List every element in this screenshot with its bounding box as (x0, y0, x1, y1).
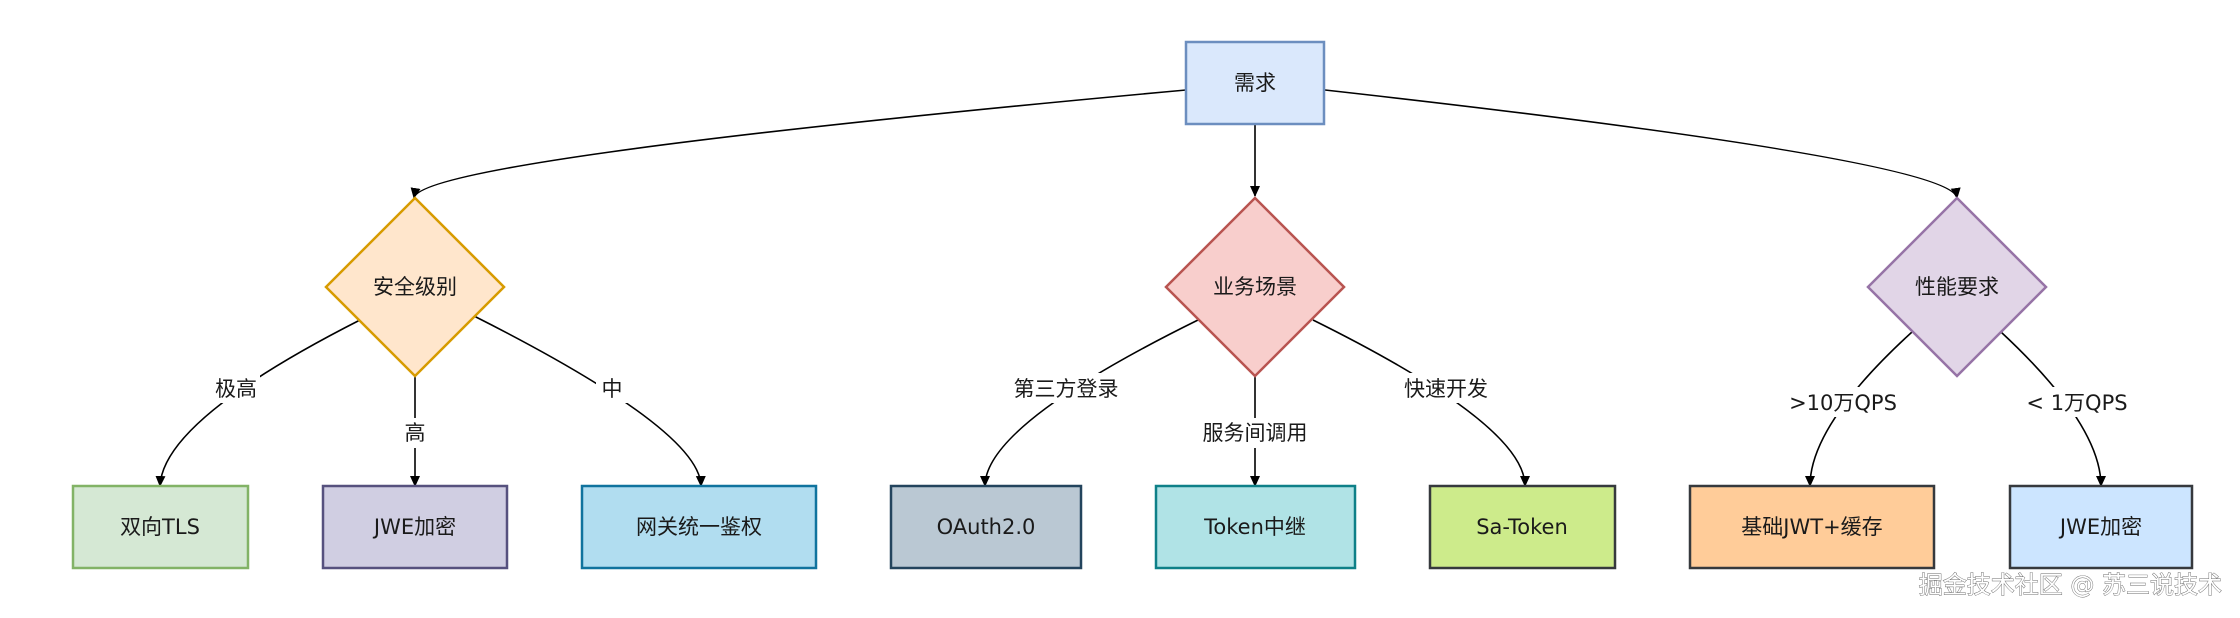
security-level-diamond (324, 196, 506, 378)
leaf-jwe-encryption-2: JWE加密 (2008, 484, 2194, 570)
leaf-mutual-tls-box (71, 484, 250, 570)
leaf-jwt-cache: 基础JWT+缓存 (1688, 484, 1936, 570)
leaf-token-relay-label: Token中继 (1203, 515, 1306, 539)
performance-requirement-decision: 性能要求 (1866, 196, 2048, 378)
leaf-jwe-encryption-2-label: JWE加密 (2058, 515, 2142, 539)
business-scenario-diamond (1164, 196, 1346, 378)
edge-label-medium: 中 (602, 377, 623, 401)
leaf-jwe-encryption-1: JWE加密 (321, 484, 509, 570)
edge-label-very-high: 极高 (215, 377, 257, 401)
leaf-oauth2-box (889, 484, 1083, 570)
business-scenario-decision: 业务场景 (1164, 196, 1346, 378)
edge-security-mutual-tls (155, 319, 361, 487)
performance-requirement-label: 性能要求 (1915, 275, 1999, 299)
edge-root-security (410, 89, 1187, 199)
edge-label-backgrounds (210, 373, 2132, 448)
leaf-mutual-tls-label: 双向TLS (120, 515, 200, 539)
leaf-jwe-encryption-2-box (2008, 484, 2194, 570)
leaf-sa-token-box (1428, 484, 1617, 570)
leaf-gateway-auth: 网关统一鉴权 (580, 484, 818, 570)
leaf-sa-token: Sa-Token (1428, 484, 1617, 570)
root-node-box (1184, 40, 1326, 126)
edge-business-oauth2 (980, 319, 1199, 487)
leaf-sa-token-label: Sa-Token (1476, 515, 1568, 539)
security-level-decision: 安全级别 (324, 196, 506, 378)
edge-label-high: 高 (405, 421, 426, 445)
edge-label-service-call: 服务间调用 (1203, 421, 1308, 445)
edge-label-third-party-login: 第三方登录 (1014, 377, 1119, 401)
edges (155, 89, 2106, 487)
root-node-label: 需求 (1234, 71, 1276, 95)
edge-business-sa-token (1312, 319, 1530, 487)
leaf-gateway-auth-label: 网关统一鉴权 (636, 515, 762, 539)
root-node: 需求 (1184, 40, 1326, 126)
watermark-text: 掘金技术社区 @ 苏三说技术 (1919, 571, 2222, 599)
business-scenario-label: 业务场景 (1213, 275, 1297, 299)
performance-requirement-diamond (1866, 196, 2048, 378)
edge-labels: 极高 高 中 第三方登录 服务间调用 快速开发 >10万QPS < 1万QPS (215, 377, 2128, 445)
leaf-gateway-auth-box (580, 484, 818, 570)
leaf-jwt-cache-label: 基础JWT+缓存 (1741, 515, 1882, 539)
edge-security-gateway (473, 315, 706, 487)
leaf-jwe-encryption-1-box (321, 484, 509, 570)
leaf-token-relay: Token中继 (1154, 484, 1357, 570)
leaf-token-relay-box (1154, 484, 1357, 570)
edge-label-fast-dev: 快速开发 (1404, 377, 1488, 401)
edge-label-over-100k-qps: >10万QPS (1789, 391, 1897, 415)
leaf-mutual-tls: 双向TLS (71, 484, 250, 570)
leaf-oauth2-label: OAuth2.0 (937, 515, 1036, 539)
leaf-oauth2: OAuth2.0 (889, 484, 1083, 570)
security-level-label: 安全级别 (373, 275, 457, 299)
edge-root-performance (1324, 89, 1961, 199)
edge-label-under-10k-qps: < 1万QPS (2026, 391, 2127, 415)
leaf-jwt-cache-box (1688, 484, 1936, 570)
leaf-jwe-encryption-1-label: JWE加密 (372, 515, 456, 539)
